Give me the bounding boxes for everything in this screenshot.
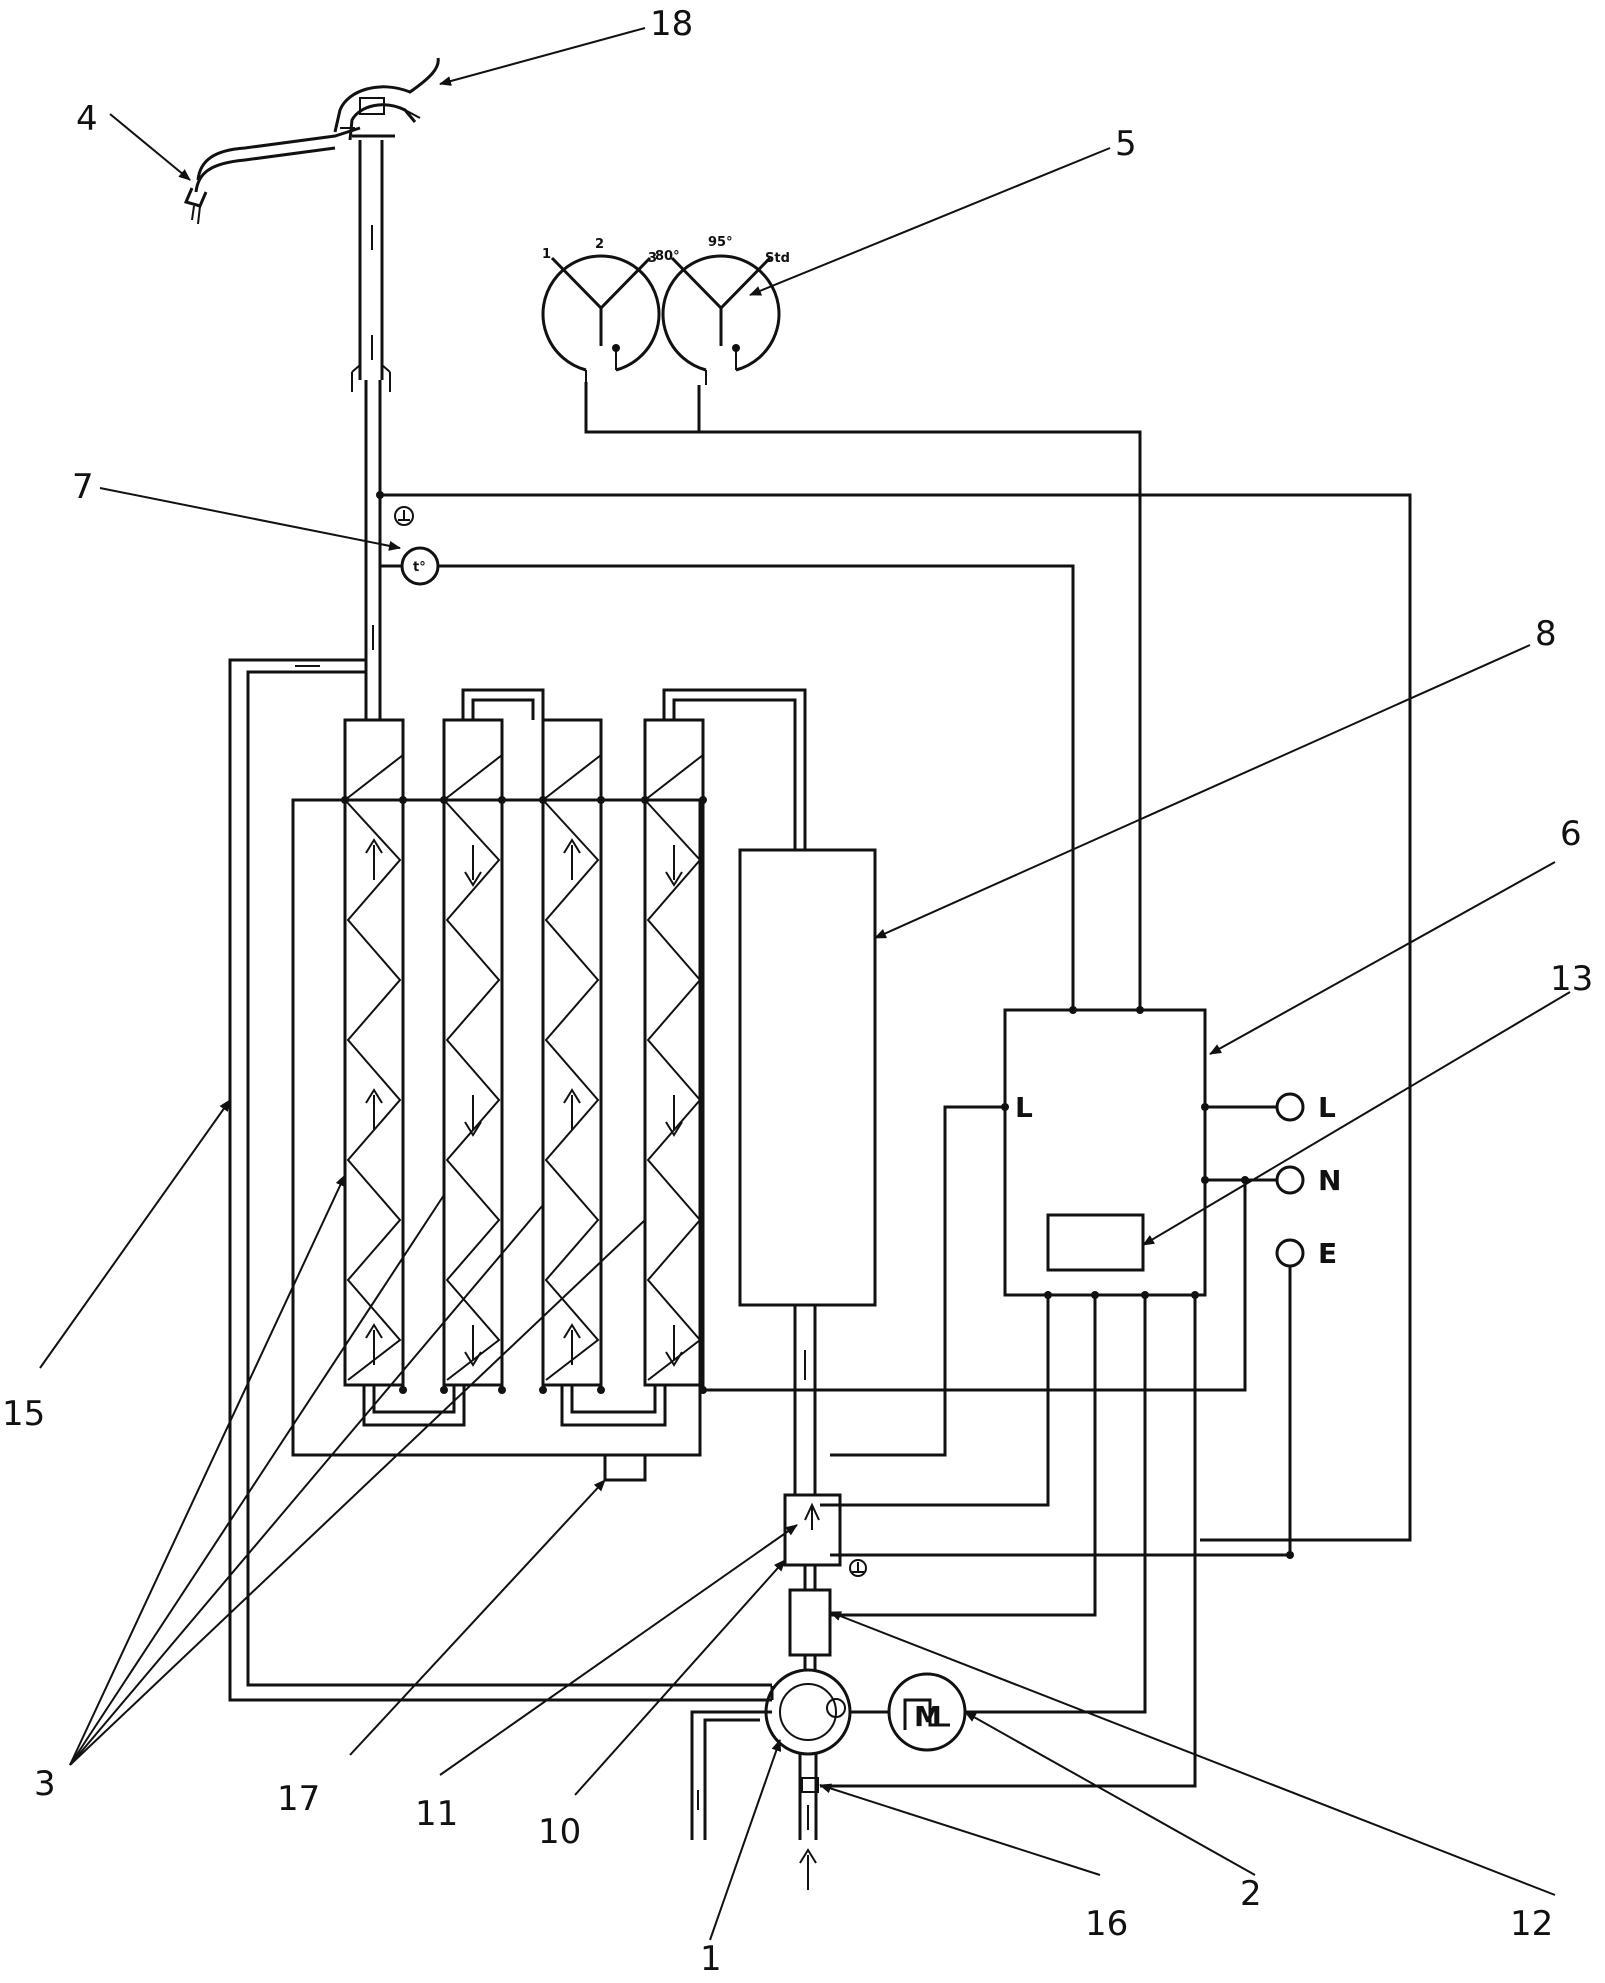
callout-15: 15 — [2, 1394, 45, 1434]
callout-17: 17 — [277, 1779, 320, 1819]
heater-columns — [291, 688, 807, 1482]
wiring — [376, 382, 1412, 1542]
ground-icon — [849, 1559, 867, 1577]
tank — [738, 848, 877, 1495]
callout-11: 11 — [415, 1794, 458, 1834]
selector-dials — [541, 254, 781, 385]
dial-left-mark-2: 2 — [595, 237, 604, 252]
flow-sensor — [788, 1588, 832, 1657]
bottom-wiring — [820, 1295, 1410, 1788]
motor-label: M — [914, 1700, 942, 1733]
callout-18: 18 — [650, 4, 693, 44]
callout-3: 3 — [34, 1764, 56, 1804]
callout-2: 2 — [1240, 1874, 1262, 1914]
faucet — [183, 57, 440, 392]
svg-text:t°: t° — [413, 560, 426, 575]
terminal-E-label: E — [1318, 1237, 1337, 1270]
terminal-L-label: L — [1318, 1091, 1336, 1124]
mains-terminals — [703, 1092, 1305, 1555]
bypass-pipe — [228, 658, 772, 1702]
dial-right-mark-3: Std — [765, 251, 790, 266]
callout-6: 6 — [1560, 814, 1582, 854]
callout-7: 7 — [72, 467, 94, 507]
leader-lines — [39, 27, 1571, 1941]
solenoid-valve — [783, 1493, 842, 1567]
dial-right-mark-1: 80° — [655, 249, 680, 264]
callout-numbers: 4 18 5 7 8 6 13 15 3 17 11 10 12 2 16 1 — [2, 4, 1593, 1979]
dial-left-mark-3: 3 — [648, 251, 657, 266]
callout-5: 5 — [1115, 124, 1137, 164]
callout-1: 1 — [700, 1939, 722, 1979]
inlet-assembly: M — [690, 1493, 967, 1890]
terminal-N-label: N — [1318, 1164, 1341, 1197]
callout-8: 8 — [1535, 614, 1557, 654]
controller-terminal-L: L — [1015, 1091, 1033, 1124]
callout-10: 10 — [538, 1812, 581, 1852]
outlet-pipe — [364, 380, 382, 720]
callout-13: 13 — [1550, 959, 1593, 999]
display-panel — [1046, 1213, 1145, 1272]
callout-16: 16 — [1085, 1904, 1128, 1944]
dial-marks: 1 2 3 80° 95° Std — [542, 235, 790, 266]
dial-left-mark-1: 1 — [542, 247, 551, 262]
callout-4: 4 — [76, 99, 98, 139]
dial-right-mark-2: 95° — [708, 235, 733, 250]
ground-icon — [394, 506, 414, 526]
callout-12: 12 — [1510, 1904, 1553, 1944]
controller — [1001, 1006, 1209, 1299]
